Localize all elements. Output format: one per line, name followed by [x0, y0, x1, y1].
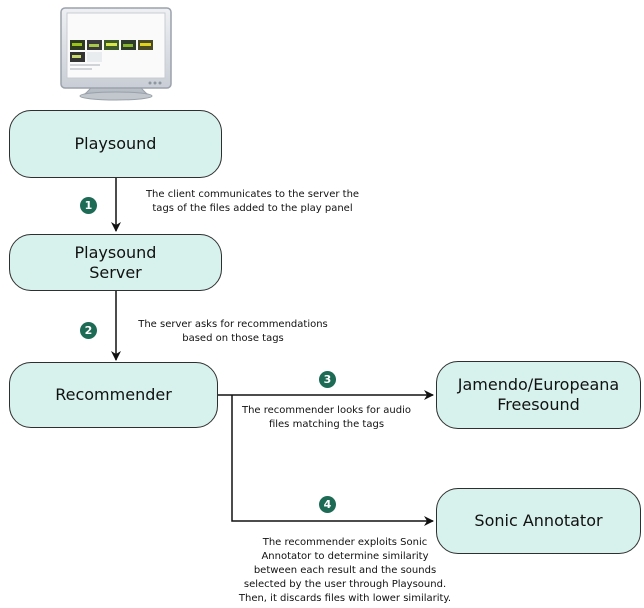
node-jamendo-europeana-freesound: Jamendo/Europeana Freesound	[436, 361, 641, 429]
step-3-note: The recommender looks for audio files ma…	[229, 404, 424, 432]
step-1-note-line-1: The client communicates to the server th…	[145, 189, 360, 200]
step-3-note-line-2: files matching the tags	[268, 419, 385, 430]
step-badge-1: 1	[80, 197, 97, 214]
monitor-icon	[60, 7, 172, 101]
node-recommender-line-1: Recommender	[55, 385, 172, 404]
step-2-note-line-2: based on those tags	[182, 333, 284, 344]
node-sonic-annotator: Sonic Annotator	[436, 488, 641, 554]
step-badge-3: 3	[319, 371, 336, 388]
arrow-recommender-to-sonic-annotator	[231, 395, 434, 526]
step-badge-4: 4	[319, 496, 336, 513]
step-4-note: The recommender exploits Sonic Annotator…	[224, 536, 466, 606]
step-4-note-line-2: Annotator to determine similarity	[261, 551, 429, 562]
step-2-note: The server asks for recommendations base…	[121, 318, 345, 346]
node-jamendo-line-2: Freesound	[497, 395, 580, 414]
node-playsound: Playsound	[9, 110, 222, 178]
node-sonic-annotator-line-1: Sonic Annotator	[474, 511, 603, 530]
step-4-note-line-1: The recommender exploits Sonic	[262, 537, 428, 548]
step-badge-2: 2	[80, 322, 97, 339]
step-4-note-line-4: selected by the user through Playsound.	[243, 579, 447, 590]
step-4-note-line-5: Then, it discards files with lower simil…	[238, 593, 452, 604]
step-3-note-line-1: The recommender looks for audio	[241, 405, 412, 416]
step-2-note-line-1: The server asks for recommendations	[138, 319, 328, 330]
step-1-note-line-2: tags of the files added to the play pane…	[152, 203, 353, 214]
step-1-note: The client communicates to the server th…	[125, 188, 380, 216]
node-playsound-server-line-2: Server	[89, 262, 142, 282]
node-jamendo-line-1: Jamendo/Europeana	[457, 375, 620, 394]
node-playsound-server-line-1: Playsound	[74, 242, 157, 262]
node-playsound-line-1: Playsound	[74, 134, 157, 153]
step-4-note-line-3: between each result and the sounds	[253, 565, 437, 576]
node-recommender: Recommender	[9, 362, 218, 428]
node-playsound-server: Playsound Server	[9, 234, 222, 291]
